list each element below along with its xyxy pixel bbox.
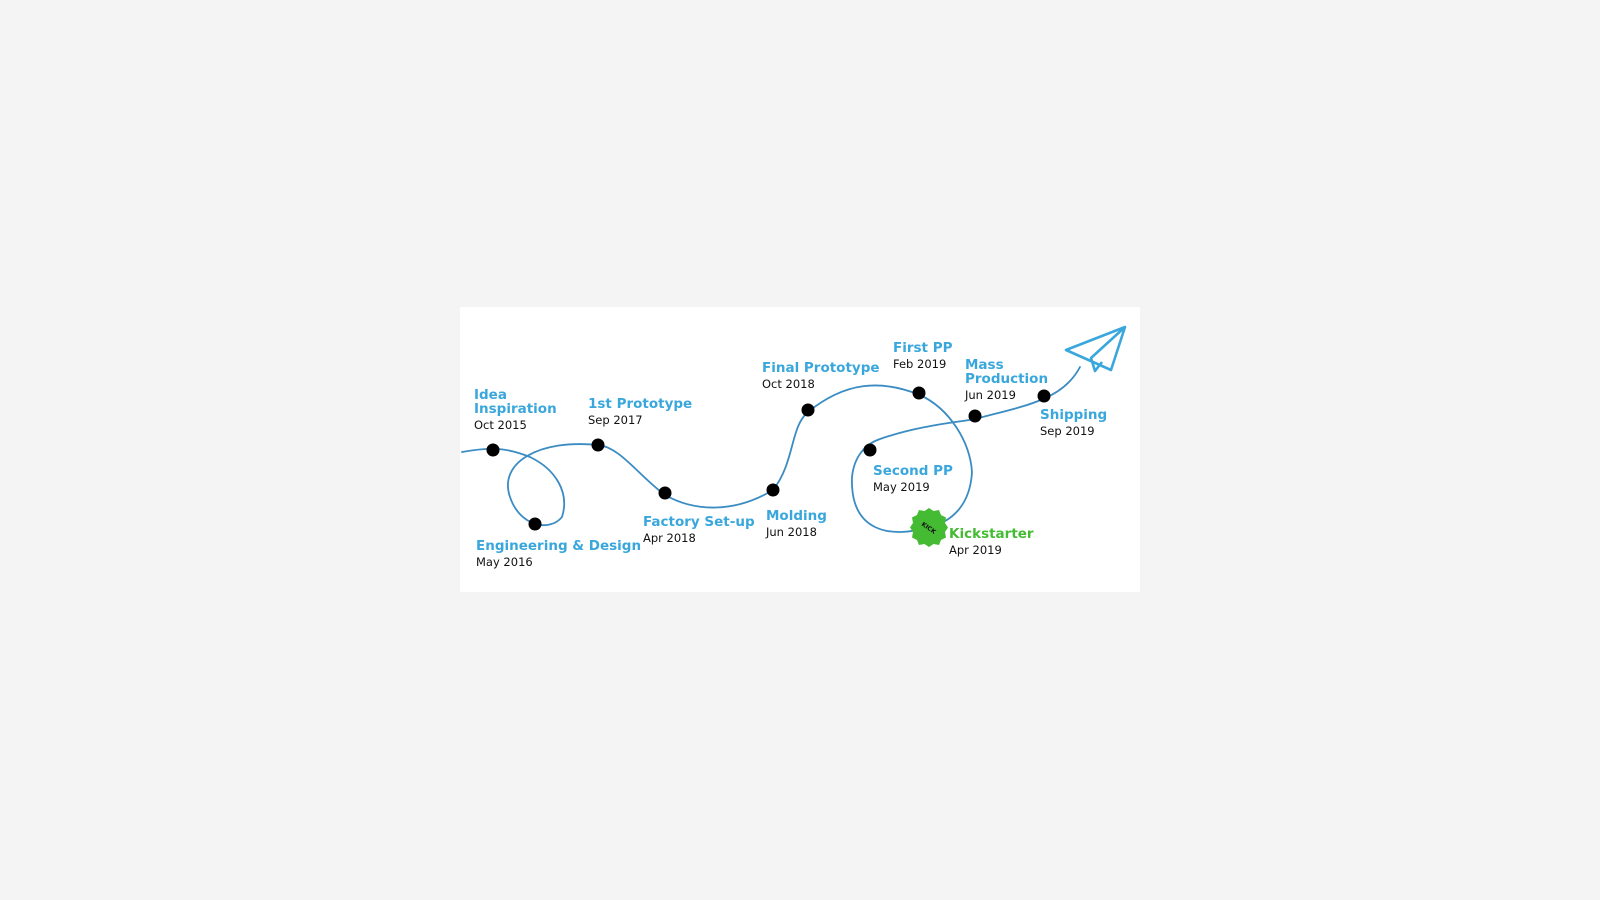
dot-firstpp — [912, 386, 926, 400]
milestone-final: Final Prototype Oct 2018 — [762, 361, 880, 391]
milestone-date: May 2019 — [873, 480, 930, 494]
milestone-firstpp: First PP Feb 2019 — [893, 341, 952, 371]
dot-engineering — [528, 517, 542, 531]
paper-plane-icon — [1064, 325, 1127, 373]
milestone-shipping: Shipping Sep 2019 — [1040, 408, 1107, 438]
timeline-path — [461, 366, 1081, 533]
dot-molding — [766, 483, 780, 497]
milestone-molding: Molding Jun 2018 — [766, 509, 827, 539]
milestone-date: Oct 2018 — [762, 377, 815, 391]
milestone-title: Engineering & Design — [476, 538, 642, 554]
milestone-title: Factory Set-up — [643, 514, 755, 530]
dot-shipping — [1037, 389, 1051, 403]
milestone-date: Apr 2018 — [643, 531, 696, 545]
milestone-prototype1: 1st Prototype Sep 2017 — [588, 397, 692, 427]
milestone-kickstarter: Kickstarter Apr 2019 — [949, 527, 1034, 557]
dot-mass — [968, 409, 982, 423]
milestone-date: Feb 2019 — [893, 357, 947, 371]
milestone-engineering: Engineering & Design May 2016 — [476, 539, 641, 569]
milestone-date: Sep 2019 — [1040, 424, 1095, 438]
timeline-graphic: KICK — [461, 325, 1127, 547]
timeline-card: KICK Idea Inspiration Oct 2015 Engineeri… — [460, 307, 1140, 592]
milestone-title: Molding — [766, 508, 827, 524]
dot-prototype1 — [591, 438, 605, 452]
milestone-date: May 2016 — [476, 555, 533, 569]
dot-idea — [486, 443, 500, 457]
milestone-title: Kickstarter — [949, 526, 1034, 542]
milestone-date: Apr 2019 — [949, 543, 1002, 557]
milestone-title: First PP — [893, 340, 953, 356]
milestone-title: Shipping — [1040, 407, 1108, 423]
milestone-date: Jun 2019 — [965, 388, 1016, 402]
milestone-idea: Idea Inspiration Oct 2015 — [474, 388, 564, 432]
milestone-title: Second PP — [873, 463, 953, 479]
milestone-secondpp: Second PP May 2019 — [873, 464, 953, 494]
milestone-date: Jun 2018 — [766, 525, 817, 539]
dot-final — [801, 403, 815, 417]
milestone-title: Final Prototype — [762, 360, 880, 376]
milestone-date: Oct 2015 — [474, 418, 527, 432]
milestone-factory: Factory Set-up Apr 2018 — [643, 515, 755, 545]
kickstarter-badge-icon: KICK — [910, 508, 948, 547]
milestone-title: 1st Prototype — [588, 396, 693, 412]
milestone-title: Idea Inspiration — [474, 387, 557, 417]
milestone-date: Sep 2017 — [588, 413, 643, 427]
milestone-dots — [486, 386, 1051, 531]
milestone-mass: Mass Production Jun 2019 — [965, 358, 1055, 402]
dot-secondpp — [863, 443, 877, 457]
milestone-title: Mass Production — [965, 357, 1049, 387]
dot-factory — [658, 486, 672, 500]
